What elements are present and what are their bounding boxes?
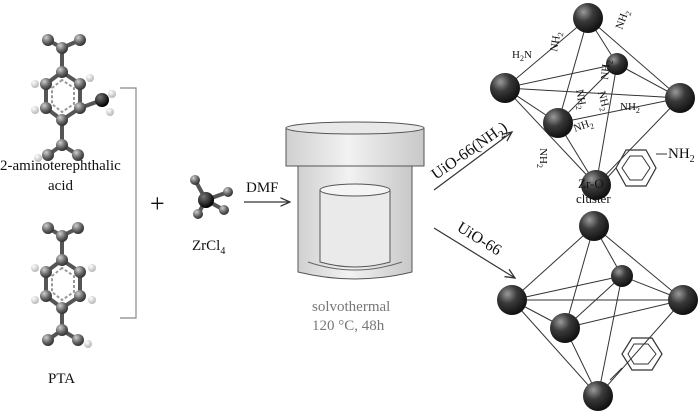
aminoterephthalic-molecule — [31, 34, 116, 162]
zr-o-cluster-line1: Zr-O — [578, 176, 604, 191]
nh2-label-h: NH2 — [535, 148, 549, 168]
solvothermal-label: solvothermal — [312, 299, 390, 315]
uio66-label: UiO-66 — [454, 219, 504, 259]
pta-molecule — [31, 222, 96, 348]
h2n-label: H2N — [512, 49, 532, 63]
nh2-label-d: NH2 — [593, 90, 612, 113]
conditions-label: 120 °C, 48h — [312, 318, 385, 334]
aminoterephthalic-label-line1: 2-aminoterephthalic — [0, 158, 121, 174]
pta-label: PTA — [48, 371, 75, 387]
arrow-to-uio66-nh2 — [433, 132, 512, 191]
uio66-nh2-label: UiO-66(NH2) — [429, 119, 513, 186]
zr-o-cluster-line2: cluster — [576, 191, 611, 206]
aminoterephthalic-label-line2: acid — [48, 178, 73, 194]
nh2-label-b: NH2 — [614, 8, 634, 31]
zrcl4-molecule — [190, 175, 233, 219]
plus-sign: + — [150, 189, 165, 218]
uio66-structure — [497, 211, 698, 411]
nh2-label-g: NH2 — [572, 117, 595, 137]
nh2-label-e: NH2 — [599, 59, 615, 80]
reactant-bracket — [120, 87, 137, 319]
zrcl4-label: ZrCl4 — [192, 238, 225, 257]
dmf-label: DMF — [246, 180, 279, 196]
arrow-to-uio66 — [433, 227, 515, 278]
ring-nh2-label: NH2 — [668, 146, 695, 165]
nh2-label-c: NH2 — [571, 88, 588, 110]
uio66-nh2-structure — [490, 3, 695, 200]
nh2-label-f: NH2 — [620, 101, 640, 115]
autoclave-vessel — [285, 121, 425, 280]
nh2-label-a: NH2 — [548, 31, 565, 53]
